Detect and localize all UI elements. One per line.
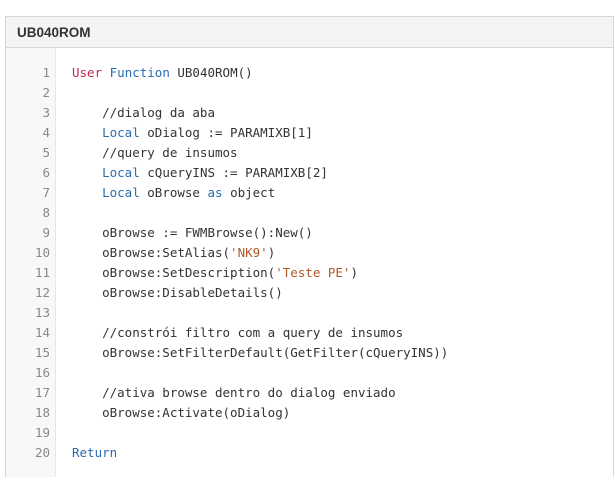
keyword-token: User [72, 65, 103, 80]
code-text: oBrowse := FWMBrowse():New() [72, 223, 313, 243]
code-text: //query de insumos [72, 143, 238, 163]
code-line: 3 //dialog da aba [6, 103, 613, 123]
code-line: 19 [6, 423, 613, 443]
line-number: 14 [34, 325, 50, 340]
comment-token: //dialog da aba [72, 105, 215, 120]
code-line: 2 [6, 83, 613, 103]
code-line: 6 Local cQueryINS := PARAMIXB[2] [6, 163, 613, 183]
line-number: 4 [42, 125, 50, 140]
comment-token: //ativa browse dentro do dialog enviado [72, 385, 396, 400]
code-token: oBrowse:DisableDetails() [72, 285, 283, 300]
string-token: 'Teste PE' [275, 265, 351, 280]
line-number: 2 [42, 85, 50, 100]
code-lines: 1 User Function UB040ROM() 2 3 //dialog da … [6, 63, 613, 463]
code-line: 18 oBrowse:Activate(oDialog) [6, 403, 613, 423]
code-line: 15 oBrowse:SetFilterDefault(GetFilter(cQ… [6, 343, 613, 363]
keyword-token: as [207, 185, 223, 200]
comment-token: //constrói filtro com a query de insumos [72, 325, 404, 340]
line-number: 19 [34, 425, 50, 440]
line-number: 1 [42, 65, 50, 80]
code-line: 16 [6, 363, 613, 383]
code-line: 5 //query de insumos [6, 143, 613, 163]
line-number: 13 [34, 305, 50, 320]
line-number: 7 [42, 185, 50, 200]
line-number: 3 [42, 105, 50, 120]
code-line: 14 //constrói filtro com a query de insu… [6, 323, 613, 343]
line-number: 8 [42, 205, 50, 220]
line-number: 18 [34, 405, 50, 420]
code-text: oBrowse:SetAlias('NK9') [72, 243, 275, 263]
line-number: 16 [34, 365, 50, 380]
code-line: 4 Local oDialog := PARAMIXB[1] [6, 123, 613, 143]
code-text: Local oDialog := PARAMIXB[1] [72, 123, 313, 143]
code-token [72, 185, 102, 200]
keyword-token: Function [109, 65, 170, 80]
line-number: 9 [42, 225, 50, 240]
code-text: oBrowse:SetFilterDefault(GetFilter(cQuer… [72, 343, 448, 363]
line-number: 12 [34, 285, 50, 300]
string-token: 'NK9' [230, 245, 268, 260]
code-token [72, 165, 102, 180]
code-token: cQueryINS := PARAMIXB[2] [139, 165, 328, 180]
keyword-token: Local [102, 165, 140, 180]
code-token: ) [350, 265, 358, 280]
code-text: Local cQueryINS := PARAMIXB[2] [72, 163, 328, 183]
line-number: 10 [34, 245, 50, 260]
code-line: 1 User Function UB040ROM() [6, 63, 613, 83]
line-number: 5 [42, 145, 50, 160]
code-line: 7 Local oBrowse as object [6, 183, 613, 203]
code-line: 12 oBrowse:DisableDetails() [6, 283, 613, 303]
code-line: 13 [6, 303, 613, 323]
code-line: 8 [6, 203, 613, 223]
code-text: Local oBrowse as object [72, 183, 275, 203]
code-block[interactable]: 1 User Function UB040ROM() 2 3 //dialog da … [6, 48, 613, 477]
code-token: oBrowse [139, 185, 208, 200]
line-number: 15 [34, 345, 50, 360]
code-panel: UB040ROM 1 User Function UB040ROM() 2 3 //d… [5, 16, 614, 477]
code-panel-title: UB040ROM [6, 17, 613, 48]
code-token [102, 65, 110, 80]
code-token [72, 125, 102, 140]
code-line: 10 oBrowse:SetAlias('NK9') [6, 243, 613, 263]
code-text: User Function UB040ROM() [72, 63, 253, 83]
line-number: 11 [34, 265, 50, 280]
code-line: 17 //ativa browse dentro do dialog envia… [6, 383, 613, 403]
code-text: //ativa browse dentro do dialog enviado [72, 383, 396, 403]
code-token: oDialog := PARAMIXB[1] [139, 125, 313, 140]
line-number: 20 [34, 445, 50, 460]
code-token: oBrowse := FWMBrowse():New() [72, 225, 313, 240]
comment-token: //query de insumos [72, 145, 238, 160]
code-text: oBrowse:DisableDetails() [72, 283, 283, 303]
line-number-gutter [6, 48, 56, 477]
keyword-token: Local [102, 185, 140, 200]
keyword-token: Local [102, 125, 140, 140]
code-token: oBrowse:SetFilterDefault(GetFilter(cQuer… [72, 345, 449, 360]
line-number: 17 [34, 385, 50, 400]
code-token: UB040ROM() [169, 65, 253, 80]
code-token: oBrowse:SetAlias( [72, 245, 231, 260]
keyword-token: Return [72, 445, 118, 460]
code-text: Return [72, 443, 117, 463]
code-line: 9 oBrowse := FWMBrowse():New() [6, 223, 613, 243]
code-text: oBrowse:SetDescription('Teste PE') [72, 263, 358, 283]
code-token: oBrowse:SetDescription( [72, 265, 276, 280]
code-text: //constrói filtro com a query de insumos [72, 323, 403, 343]
code-token: object [222, 185, 276, 200]
line-number: 6 [42, 165, 50, 180]
code-token: oBrowse:Activate(oDialog) [72, 405, 291, 420]
code-text: oBrowse:Activate(oDialog) [72, 403, 290, 423]
code-token: ) [267, 245, 276, 260]
code-text: //dialog da aba [72, 103, 215, 123]
code-line: 11 oBrowse:SetDescription('Teste PE') [6, 263, 613, 283]
code-line: 20 Return [6, 443, 613, 463]
